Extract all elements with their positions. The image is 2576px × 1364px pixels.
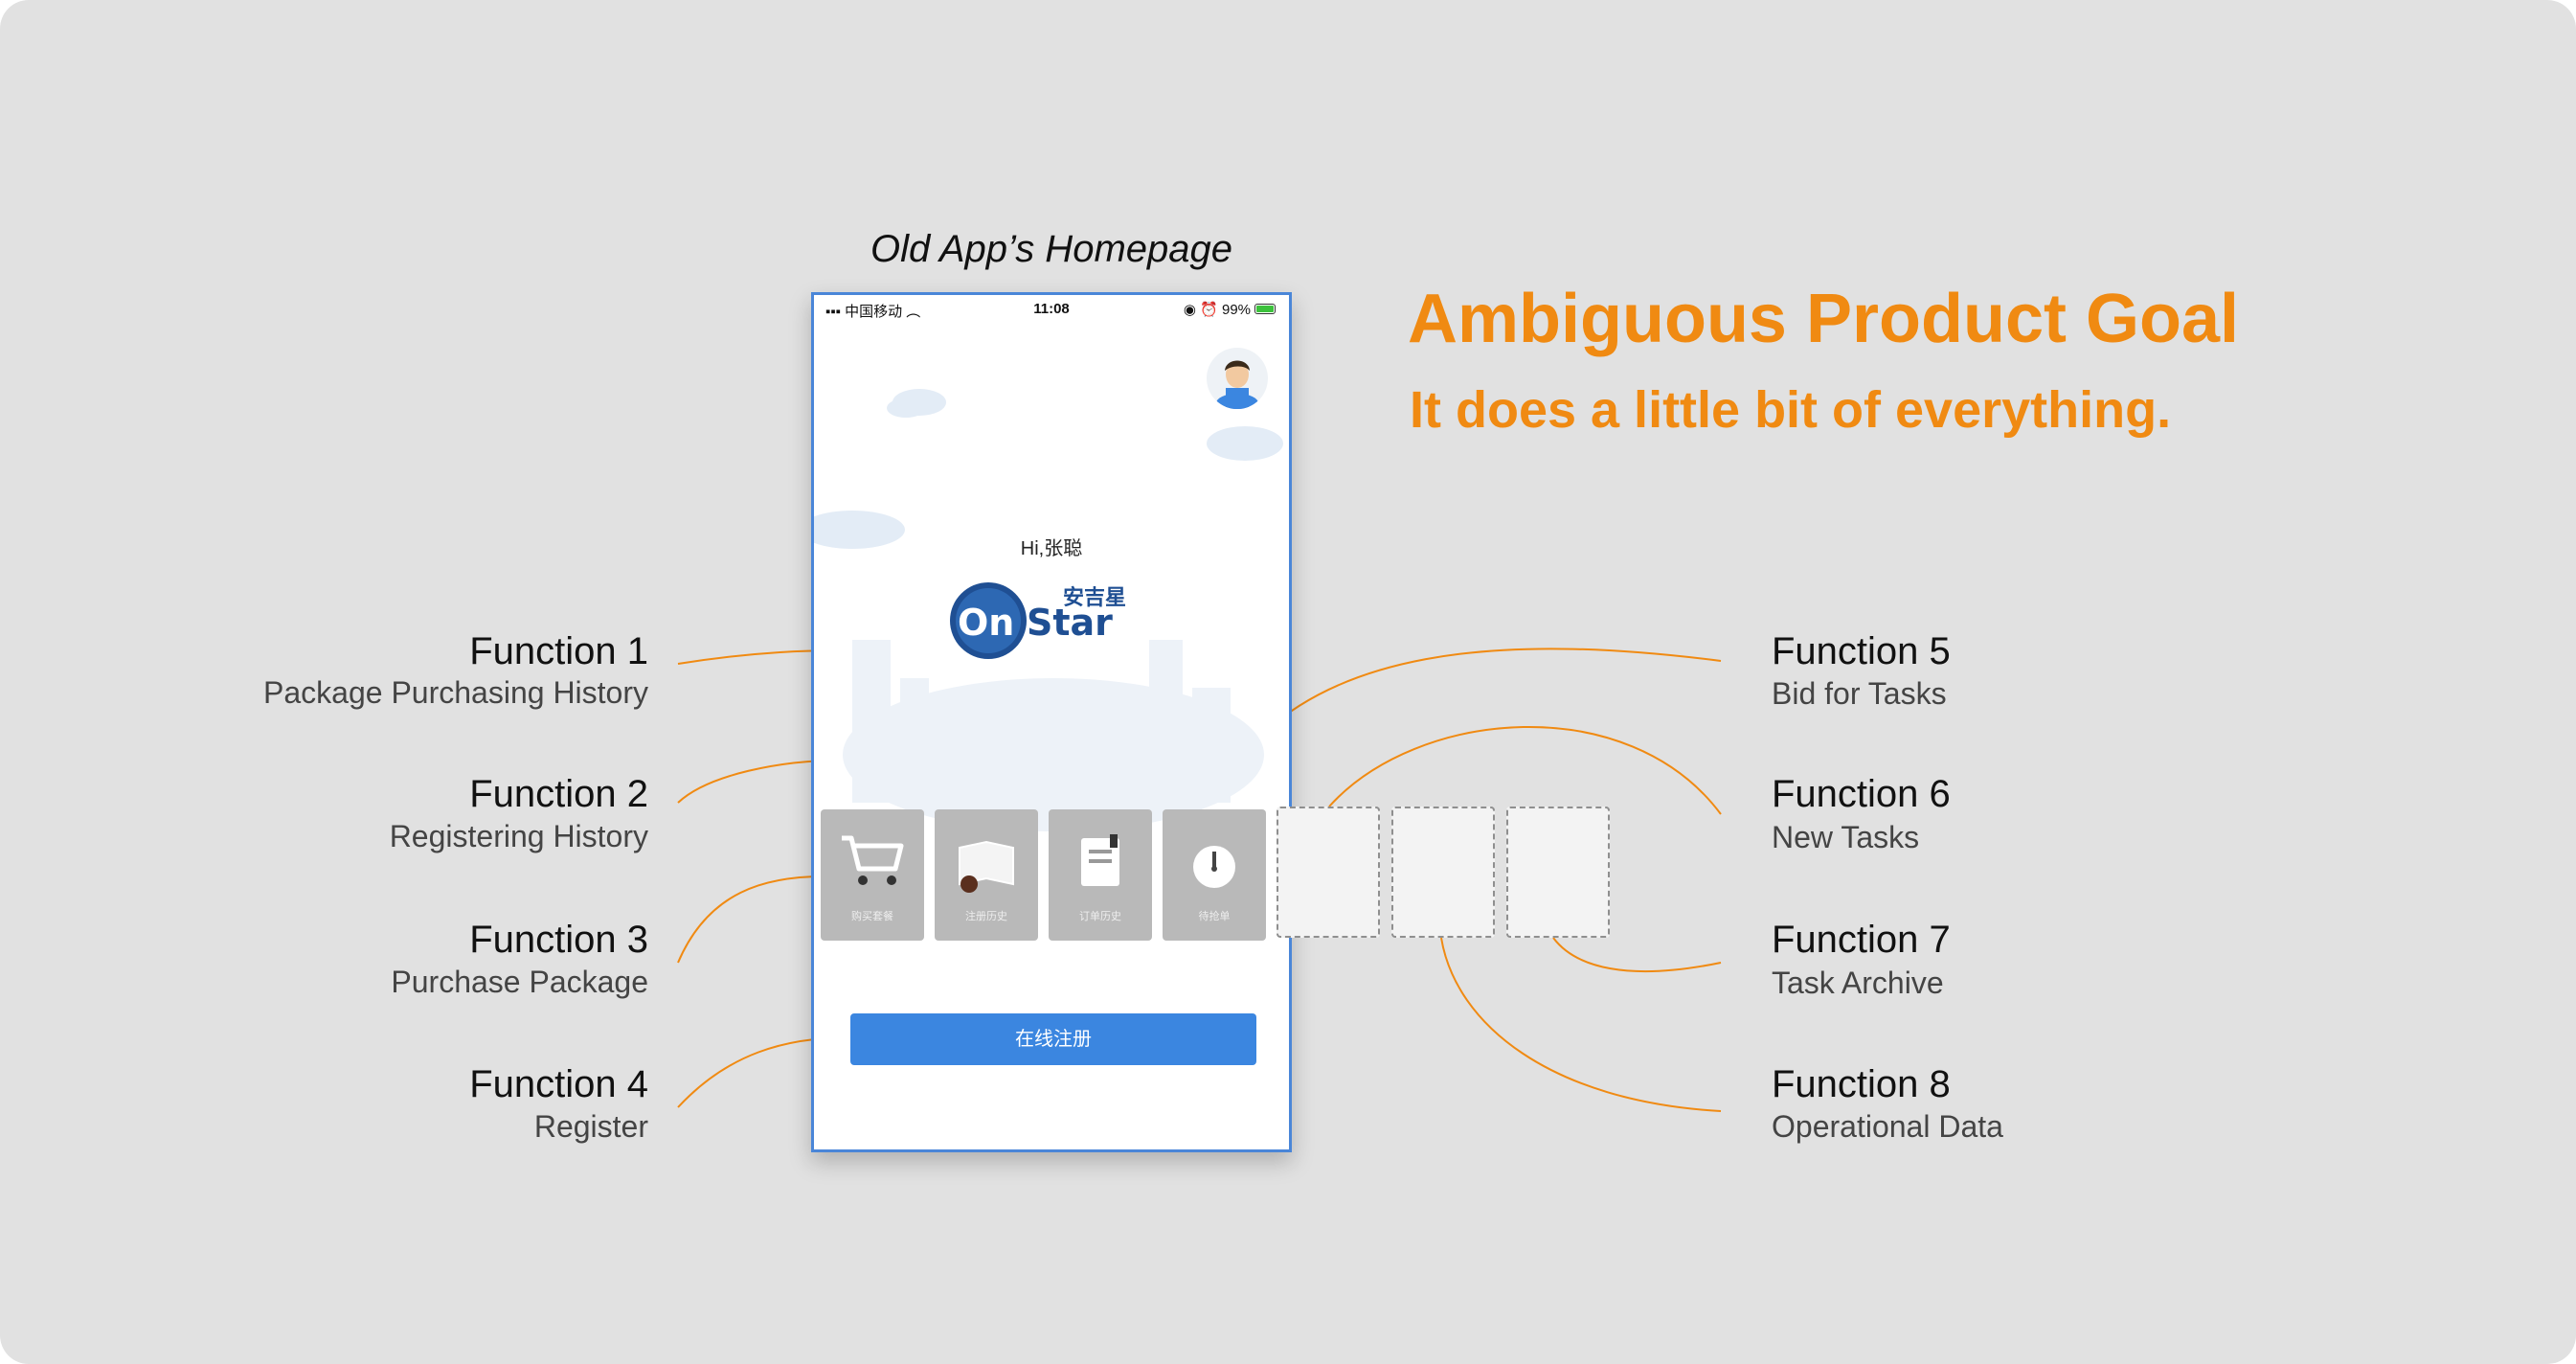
function-6-title: Function 6 (1772, 773, 1951, 815)
function-4-desc: Register (533, 1109, 648, 1144)
function-1-desc: Package Purchasing History (263, 675, 648, 710)
connector-function-6 (1328, 725, 1722, 815)
background-clouds-illustration (814, 389, 1283, 831)
tile-package-purchasing-history[interactable]: 订单历史 (1049, 809, 1152, 941)
svg-text:安吉星: 安吉星 (1063, 585, 1126, 610)
placeholder-tile-task-archive (1506, 807, 1610, 938)
phone-title: Old App’s Homepage (870, 228, 1232, 270)
function-5-desc: Bid for Tasks (1772, 676, 1947, 711)
notebook-icon (1081, 834, 1119, 886)
tile-label: 订单历史 (1079, 911, 1121, 922)
register-online-button[interactable]: 在线注册 (850, 1013, 1256, 1065)
function-5-title: Function 5 (1772, 630, 1951, 672)
tile-registering-history[interactable]: 注册历史 (935, 809, 1038, 941)
function-4-title: Function 4 (469, 1063, 648, 1105)
carrier-signal: ▪▪▪ 中国移动 ︵ (825, 304, 921, 320)
function-8-title: Function 8 (1772, 1063, 1951, 1105)
avatar-icon (1216, 360, 1258, 409)
connector-function-8 (1440, 937, 1722, 1112)
placeholder-tile-new-tasks (1277, 807, 1380, 938)
function-7-desc: Task Archive (1772, 966, 1944, 1000)
placeholder-tile-operational-data (1391, 807, 1495, 938)
shopping-cart-icon (842, 835, 904, 885)
tile-purchase-package[interactable]: 购买套餐 (821, 809, 924, 941)
function-1-title: Function 1 (469, 630, 648, 672)
tile-bid-for-tasks[interactable]: 待抢单 (1163, 809, 1266, 941)
connector-function-7 (1552, 937, 1722, 973)
user-avatar[interactable] (1207, 348, 1268, 409)
status-bar: ▪▪▪ 中国移动 ︵ 11:08 ◉ ⏰ 99% (814, 295, 1289, 324)
tile-label: 注册历史 (965, 911, 1007, 922)
svg-text:On: On (958, 602, 1014, 644)
headline: Ambiguous Product Goal (1408, 281, 2240, 357)
connector-function-3 (677, 875, 825, 964)
function-3-title: Function 3 (469, 919, 648, 961)
function-7-title: Function 7 (1772, 919, 1951, 961)
tile-label: 待抢单 (1198, 911, 1231, 922)
onstar-logo-mark: On Star 安吉星 (950, 582, 1126, 659)
svg-text:Star: Star (1027, 602, 1113, 644)
function-2-desc: Registering History (389, 819, 648, 853)
tile-label: 购买套餐 (851, 911, 893, 922)
battery-icon (1254, 304, 1276, 314)
status-indicators: ◉ ⏰ 99% (1183, 302, 1251, 318)
subheadline: It does a little bit of everything. (1410, 381, 2172, 439)
clock-icon (1193, 846, 1235, 888)
function-2-title: Function 2 (469, 773, 648, 815)
function-8-desc: Operational Data (1772, 1109, 2003, 1144)
function-3-desc: Purchase Package (391, 965, 648, 999)
book-icon (959, 840, 1014, 893)
old-app-homepage-mockup: ▪▪▪ 中国移动 ︵ 11:08 ◉ ⏰ 99% (811, 292, 1292, 1152)
function-6-desc: New Tasks (1772, 820, 1920, 854)
status-time: 11:08 (1033, 301, 1070, 317)
onstar-logo: On Star 安吉星 (948, 571, 1168, 667)
greeting-text: Hi,张聪 (1020, 538, 1083, 559)
